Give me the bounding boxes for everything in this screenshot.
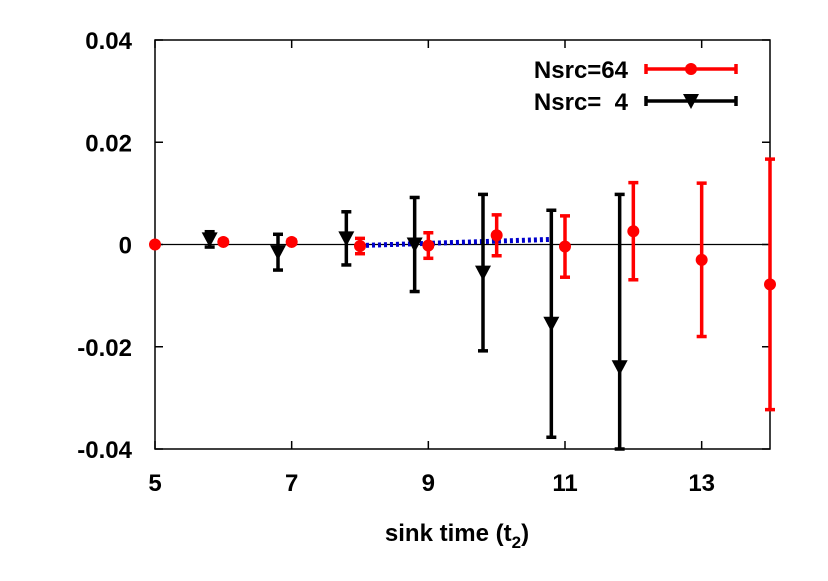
x-tick-label: 9 [422,470,435,497]
point-marker [338,231,355,247]
data-point [611,192,628,451]
point-marker [285,235,298,248]
point-marker [475,265,491,281]
data-point [217,235,230,248]
point-marker [764,278,776,291]
point-marker [406,237,423,253]
point-marker [611,360,628,376]
legend-entry: Nsrc=64 [534,57,738,84]
x-tick-label: 11 [552,470,577,497]
y-tick-label: -0.04 [77,437,132,464]
data-point [764,157,776,412]
x-tick-label: 13 [688,470,715,497]
data-point [406,195,423,294]
data-point [627,180,640,282]
point-marker [685,63,697,75]
point-marker [354,240,366,253]
data-point [490,213,503,258]
series [201,192,628,451]
y-tick-label: 0.02 [85,130,132,157]
y-tick-label: 0.04 [85,28,132,55]
point-marker [422,239,435,252]
data-point [543,208,560,439]
point-marker [695,253,708,266]
point-marker [683,94,699,109]
data-point [201,229,218,249]
legend-label: Nsrc=64 [534,57,629,84]
data-point [270,232,286,272]
data-point [285,235,298,248]
fit-line-group [359,236,552,249]
point-marker [627,225,640,238]
point-marker [149,238,161,251]
data-point [338,210,355,267]
data-point [475,192,491,353]
legend-entry: Nsrc= 4 [534,89,738,116]
x-tick-label: 5 [148,470,161,497]
x-tick-label: 7 [285,470,298,497]
point-marker [270,245,286,261]
legend-label: Nsrc= 4 [534,89,629,116]
data-point [695,181,708,339]
point-marker [217,235,230,248]
series [149,157,776,412]
series-group [149,157,776,451]
y-tick-label: -0.02 [77,335,132,362]
point-marker [490,229,503,242]
x-axis-label: sink time (t2) [385,520,529,552]
point-marker [201,232,218,248]
axes: 0.04 0.02 0 -0.02 -0.04 5 7 9 11 13 [77,28,771,497]
fit-line [359,236,552,249]
y-tick-label: 0 [119,233,132,260]
data-point [422,230,435,261]
data-point [149,238,161,251]
point-marker [559,240,571,253]
point-marker [543,316,560,332]
data-point [559,214,571,279]
data-point [354,236,366,256]
